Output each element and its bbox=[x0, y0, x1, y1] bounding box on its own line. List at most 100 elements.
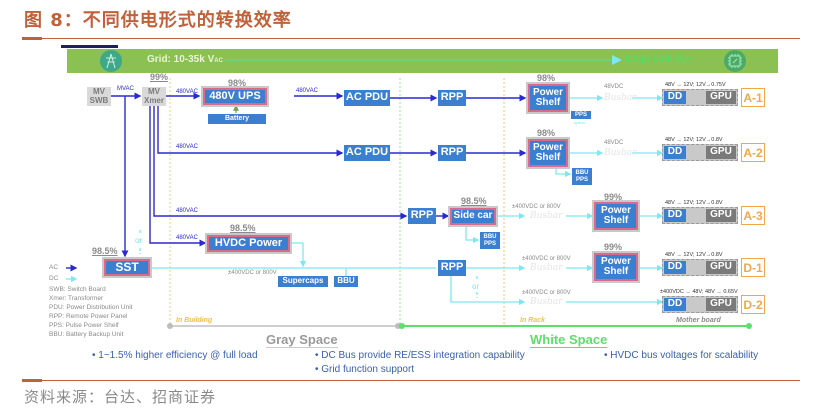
white-space-end bbox=[746, 323, 752, 329]
pps-node-a1: PPS bbox=[571, 111, 591, 119]
gpu-node-a1: GPU bbox=[706, 91, 736, 104]
pps-option-label: option bbox=[574, 120, 585, 125]
gpu-node-d1: GPU bbox=[706, 261, 736, 274]
dd-node-d1: DD bbox=[664, 261, 686, 274]
ac-pdu-node-1: AC PDU bbox=[344, 90, 390, 106]
wire-hvdc-supercaps bbox=[290, 242, 307, 268]
busbar-d1: Busbar bbox=[530, 263, 563, 273]
mv-xmer-node: MV Xmer bbox=[142, 87, 166, 106]
bullet-dc-bus: • DC Bus provide RE/ESS integration capa… bbox=[315, 350, 525, 361]
ac-pdu-node-2: AC PDU bbox=[344, 145, 390, 161]
zone-in-building: In Building bbox=[176, 317, 213, 324]
label-480vac-row3: 480VAC bbox=[176, 208, 198, 214]
wire-sidecar-bbu bbox=[465, 225, 480, 244]
efficiency-hvdc: 98.5% bbox=[230, 223, 256, 233]
efficiency-shelf-d1: 99% bbox=[604, 242, 623, 252]
wire-xmer-rpp3 bbox=[153, 106, 408, 220]
conversion-d2: ±400VDC → 48V; 48V → 0.65V bbox=[660, 289, 738, 295]
navy-accent-bar bbox=[61, 45, 118, 48]
source-note: 资料来源：台达、招商证券 bbox=[24, 388, 217, 406]
wire-xmer-acpdu2 bbox=[157, 106, 344, 157]
side-car-node: Side car bbox=[450, 208, 496, 225]
bbu-pps-node-a3: BBU PPS bbox=[480, 232, 500, 249]
ups-node: 480V UPS bbox=[203, 88, 267, 105]
bullet-grid-support: • Grid function support bbox=[315, 364, 415, 375]
legend-ac: AC bbox=[49, 264, 59, 271]
conversion-a1: 48V → 12V; 12V→0.75V bbox=[665, 82, 726, 88]
label-480vac-pdu: 480VAC bbox=[296, 88, 318, 94]
power-shelf-a2: Power Shelf bbox=[528, 139, 568, 167]
bullet-efficiency: • 1~1.5% higher efficiency @ full load bbox=[92, 350, 258, 361]
conversion-d1: 48V → 12V; 12V→0.8V bbox=[665, 252, 723, 258]
hvdc-power-node: HVDC Power bbox=[207, 235, 290, 252]
legend-abbr-xmer: Xmer: Transformer bbox=[49, 295, 104, 302]
efficiency-shelf-a3: 99% bbox=[604, 192, 623, 202]
label-hvdc-a3: ±400VDC or 800V bbox=[512, 204, 561, 210]
wire-xmer-hvdc bbox=[149, 106, 207, 247]
tag-d2: D-2 bbox=[741, 295, 765, 314]
legend-dc: DC bbox=[49, 275, 59, 282]
label-48vdc-a1: 48VDC bbox=[604, 84, 624, 90]
white-space-label: White Space bbox=[530, 332, 608, 348]
conversion-a3: 48V → 12V; 12V→0.8V bbox=[665, 200, 723, 206]
conversion-a2: 48V → 12V; 12V→0.8V bbox=[665, 137, 723, 143]
rpp-node-2: RPP bbox=[438, 145, 466, 161]
rpp-node-1: RPP bbox=[438, 90, 466, 106]
legend-abbr-bbu: BBU: Battery Backup Unit bbox=[49, 331, 124, 338]
rpp-node-3: RPP bbox=[408, 208, 436, 224]
tag-a2: A-2 bbox=[741, 143, 765, 162]
busbar-d2: Busbar bbox=[530, 297, 563, 307]
chip-voltage-label: Chip: 0.65 VDC bbox=[625, 54, 691, 65]
busbar-a1: Busbar bbox=[604, 93, 637, 103]
grid-voltage-label: Grid: 10-35k VAC bbox=[147, 54, 223, 65]
zone-mother-board: Mother board bbox=[676, 317, 721, 324]
dd-node-d2: DD bbox=[664, 298, 686, 311]
tag-a3: A-3 bbox=[741, 206, 765, 225]
legend-abbr-pdu: PDU: Power Distribution Unit bbox=[49, 304, 133, 311]
label-480vac-hvdc: 480VAC bbox=[176, 235, 198, 241]
battery-node: Battery bbox=[208, 114, 266, 124]
label-hvdc-d2: ±400VDC or 800V bbox=[522, 290, 571, 296]
chip-icon bbox=[724, 50, 746, 72]
power-tower-icon bbox=[100, 50, 122, 72]
supercaps-node: Supercaps bbox=[278, 276, 328, 287]
legend-abbr-rpp: RPP: Remote Power Panel bbox=[49, 313, 128, 320]
bbu-node: BBU bbox=[334, 276, 358, 287]
efficiency-ups: 98% bbox=[228, 78, 247, 88]
tag-d1: D-1 bbox=[741, 258, 765, 277]
wire-rpp4-busbar5 bbox=[450, 276, 526, 306]
source-rule bbox=[22, 380, 800, 381]
tag-a1: A-1 bbox=[741, 88, 765, 107]
efficiency-shelf-a2: 98% bbox=[537, 128, 556, 138]
gpu-node-a2: GPU bbox=[706, 146, 736, 159]
busbar-a3: Busbar bbox=[530, 211, 563, 221]
label-480vac-ups: 480VAC bbox=[176, 89, 198, 95]
dd-node-a1: DD bbox=[664, 91, 686, 104]
title-rule bbox=[22, 38, 800, 39]
or-label-left: or bbox=[135, 236, 143, 245]
mv-swb-node: MV SWB bbox=[87, 87, 111, 106]
dd-node-a3: DD bbox=[664, 209, 686, 222]
power-shelf-a1: Power Shelf bbox=[528, 84, 568, 112]
dd-node-a2: DD bbox=[664, 146, 686, 159]
power-shelf-a3: Power Shelf bbox=[594, 202, 638, 230]
busbar-a2: Busbar bbox=[604, 148, 637, 158]
efficiency-side-car: 98.5% bbox=[461, 196, 487, 206]
bullet-hvdc-scalability: • HVDC bus voltages for scalability bbox=[604, 350, 759, 361]
legend-abbr-swb: SWB: Switch Board bbox=[49, 286, 106, 293]
label-480vac-row2: 480VAC bbox=[176, 144, 198, 150]
gray-space-start bbox=[167, 323, 173, 329]
gpu-node-a3: GPU bbox=[706, 209, 736, 222]
rpp-node-4: RPP bbox=[438, 260, 466, 276]
efficiency-shelf-a1: 98% bbox=[537, 73, 556, 83]
label-mvac: MVAC bbox=[117, 86, 134, 92]
gpu-node-d2: GPU bbox=[706, 298, 736, 311]
figure-title: 图 8：不同供电形式的转换效率 bbox=[24, 10, 292, 31]
label-hvdc-d1: ±400VDC or 800V bbox=[522, 256, 571, 262]
label-hvdc-sst: ±400VDC or 800V bbox=[228, 270, 277, 276]
sst-node: SST bbox=[104, 259, 150, 276]
power-shelf-d1: Power Shelf bbox=[594, 253, 638, 281]
label-48vdc-a2: 48VDC bbox=[604, 140, 624, 146]
bbu-pps-node-a2: BBU PPS bbox=[572, 168, 592, 185]
